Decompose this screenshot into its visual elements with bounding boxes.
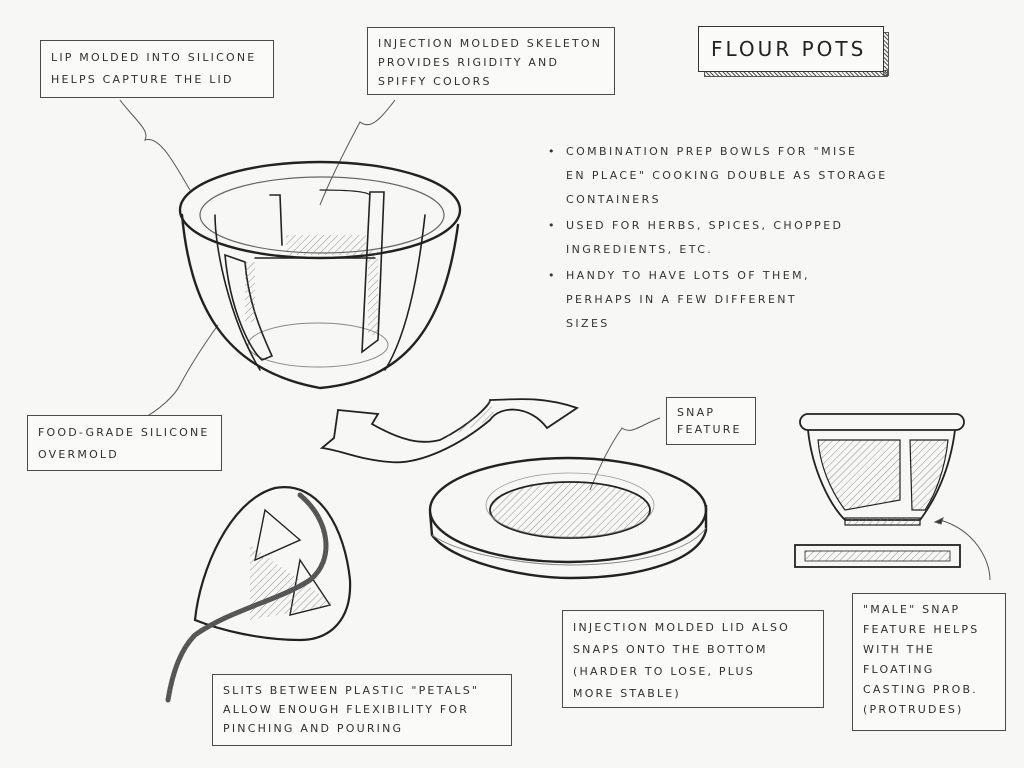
annotation-line: (harder to lose, plus xyxy=(573,665,755,678)
annotation-line: pinching and pouring xyxy=(223,722,404,735)
bullet-dot-icon: • xyxy=(548,269,557,282)
annotation-slits: Slits between plastic "petals" allow eno… xyxy=(212,674,512,746)
bullet-item: • Handy to have lots of them, perhaps in… xyxy=(548,264,968,336)
annotation-line: Food-grade silicone xyxy=(38,426,210,439)
bullet-line: containers xyxy=(566,193,662,206)
annotation-line: casting prob. xyxy=(863,683,978,696)
bullet-line: perhaps in a few different xyxy=(566,293,798,306)
cross-section-drawing xyxy=(794,413,965,568)
feature-bullet-list: • Combination prep bowls for "mise en pl… xyxy=(548,140,968,338)
annotation-lid: Injection molded lid also snaps onto the… xyxy=(562,610,824,708)
bullet-item: • Used for herbs, spices, chopped ingred… xyxy=(548,214,968,262)
annotation-line: feature helps xyxy=(863,623,980,636)
bullet-line: Combination prep bowls for "mise xyxy=(566,145,858,158)
annotation-line: allow enough flexibility for xyxy=(223,703,470,716)
annotation-line: feature xyxy=(677,423,742,436)
annotation-line: Injection molded skeleton xyxy=(378,37,603,50)
pinched-bowl-drawing xyxy=(165,486,352,703)
annotation-line: (protrudes) xyxy=(863,703,964,716)
page-title: Flour Pots xyxy=(698,26,884,72)
bowl-drawing xyxy=(178,160,462,390)
leader-lines xyxy=(119,99,991,581)
annotation-line: overmold xyxy=(38,448,119,461)
annotation-line: provides rigidity and xyxy=(378,56,560,69)
bullet-line: ingredients, etc. xyxy=(566,243,714,256)
annotation-line: spiffy colors xyxy=(378,75,492,88)
annotation-skeleton: Injection molded skeleton provides rigid… xyxy=(367,27,615,95)
annotation-snap-feature: Snap feature xyxy=(666,397,756,445)
annotation-line: snaps onto the bottom xyxy=(573,643,768,656)
annotation-lip: Lip molded into silicone helps capture t… xyxy=(40,40,274,98)
ribbon-arrow xyxy=(319,398,580,464)
annotation-line: Snap xyxy=(677,406,716,419)
annotation-line: with the xyxy=(863,643,936,656)
annotation-line: more stable) xyxy=(573,687,681,700)
annotation-line: Slits between plastic "petals" xyxy=(223,684,480,697)
bullet-item: • Combination prep bowls for "mise en pl… xyxy=(548,140,968,212)
annotation-line: Lip molded into silicone xyxy=(51,51,257,64)
bullet-line: Used for herbs, spices, chopped xyxy=(566,219,844,232)
bullet-line: sizes xyxy=(566,317,610,330)
lid-drawing xyxy=(428,456,708,580)
annotation-line: helps capture the lid xyxy=(51,73,234,86)
bullet-line: Handy to have lots of them, xyxy=(566,269,810,282)
bullet-dot-icon: • xyxy=(548,219,557,232)
annotation-line: "Male" snap xyxy=(863,603,961,616)
bullet-dot-icon: • xyxy=(548,145,557,158)
bullet-line: en place" cooking double as storage xyxy=(566,169,888,182)
annotation-line: floating xyxy=(863,663,935,676)
annotation-overmold: Food-grade silicone overmold xyxy=(27,415,222,471)
annotation-male-snap: "Male" snap feature helps with the float… xyxy=(852,593,1006,731)
annotation-line: Injection molded lid also xyxy=(573,621,790,634)
